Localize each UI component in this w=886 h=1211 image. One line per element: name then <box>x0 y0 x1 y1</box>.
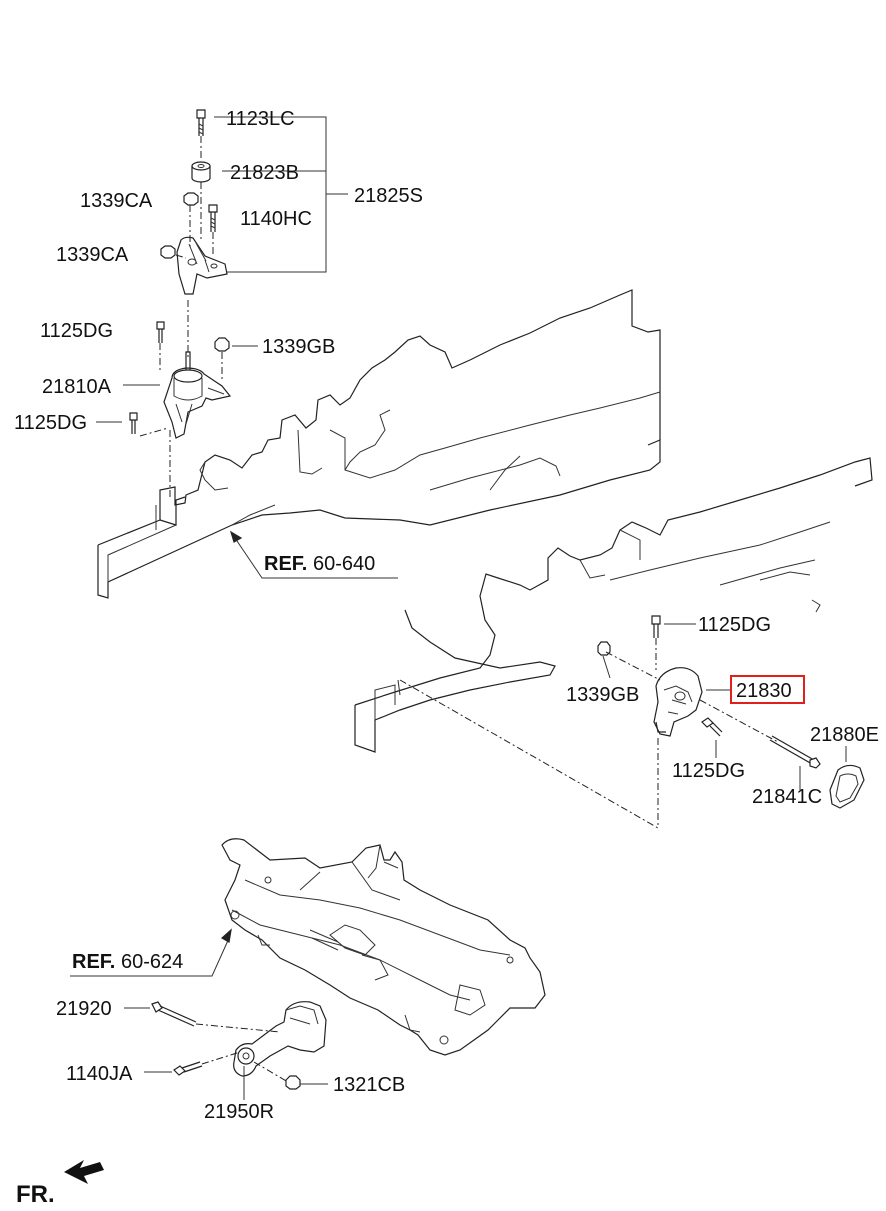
label-1339GB-upper: 1339GB <box>262 336 335 358</box>
label-1125DG-mount: 1125DG <box>672 760 745 782</box>
highlight-box-21830 <box>730 675 805 704</box>
roll-rod-assembly <box>124 1001 328 1100</box>
side-member-upper <box>97 289 661 599</box>
nut-1339GB-upper-icon <box>214 337 230 352</box>
gasket-21880E-icon <box>829 764 865 809</box>
label-1321CB: 1321CB <box>333 1074 405 1096</box>
ref-prefix-upper: REF. <box>264 553 307 575</box>
bolt-1125DG-rear-icon <box>651 615 661 638</box>
label-1125DG-rear: 1125DG <box>698 614 771 636</box>
engine-mount-21810A <box>96 300 258 500</box>
label-1125DG-lower: 1125DG <box>14 412 87 434</box>
upper-mount-assembly <box>160 109 348 295</box>
side-member-lower <box>354 457 873 829</box>
ref-number-upper: 60-640 <box>313 553 375 575</box>
nut-1321CB-icon <box>285 1075 301 1090</box>
front-direction-arrow-icon <box>64 1160 104 1184</box>
bushing-21823B-icon <box>191 161 211 183</box>
bolt-1140JA-icon <box>173 1061 203 1076</box>
nut-1339GB-rear-icon <box>597 641 611 656</box>
bolt-1140HC-icon <box>208 204 218 232</box>
mount-bracket-icon <box>176 236 228 295</box>
label-21950R: 21950R <box>204 1101 274 1123</box>
ref-number-lower: 60-624 <box>121 951 183 973</box>
nut-1339CA-top-icon <box>183 192 199 206</box>
label-1140JA: 1140JA <box>66 1063 133 1085</box>
label-1339CA-top: 1339CA <box>80 190 153 212</box>
label-1123LC: 1123LC <box>226 108 295 130</box>
label-1125DG-upper: 1125DG <box>40 320 113 342</box>
label-21825S: 21825S <box>354 185 423 207</box>
bolt-1125DG-lower-icon <box>129 412 138 434</box>
label-1339CA-side: 1339CA <box>56 244 129 266</box>
bolt-21920-icon <box>151 1001 197 1027</box>
bolt-1123LC-icon <box>196 109 206 136</box>
front-orientation-label: FR. <box>16 1181 55 1208</box>
label-21920: 21920 <box>56 998 112 1020</box>
label-21823B: 21823B <box>230 162 299 184</box>
label-21841C: 21841C <box>752 786 822 808</box>
label-21830: 21830 <box>736 680 792 702</box>
label-21880E: 21880E <box>810 724 879 746</box>
label-1339GB-rear: 1339GB <box>566 684 639 706</box>
subframe-crossmember <box>70 838 546 1056</box>
bolt-1125DG-upper-icon <box>156 321 165 343</box>
bolt-21841C-icon <box>769 735 821 769</box>
label-1140HC: 1140HC <box>240 208 312 230</box>
bolt-1125DG-mount-icon <box>701 717 723 737</box>
label-21810A: 21810A <box>42 376 112 398</box>
nut-1339CA-side-icon <box>160 245 176 259</box>
ref-prefix-lower: REF. <box>72 951 115 973</box>
engine-mount-21830 <box>653 667 703 737</box>
